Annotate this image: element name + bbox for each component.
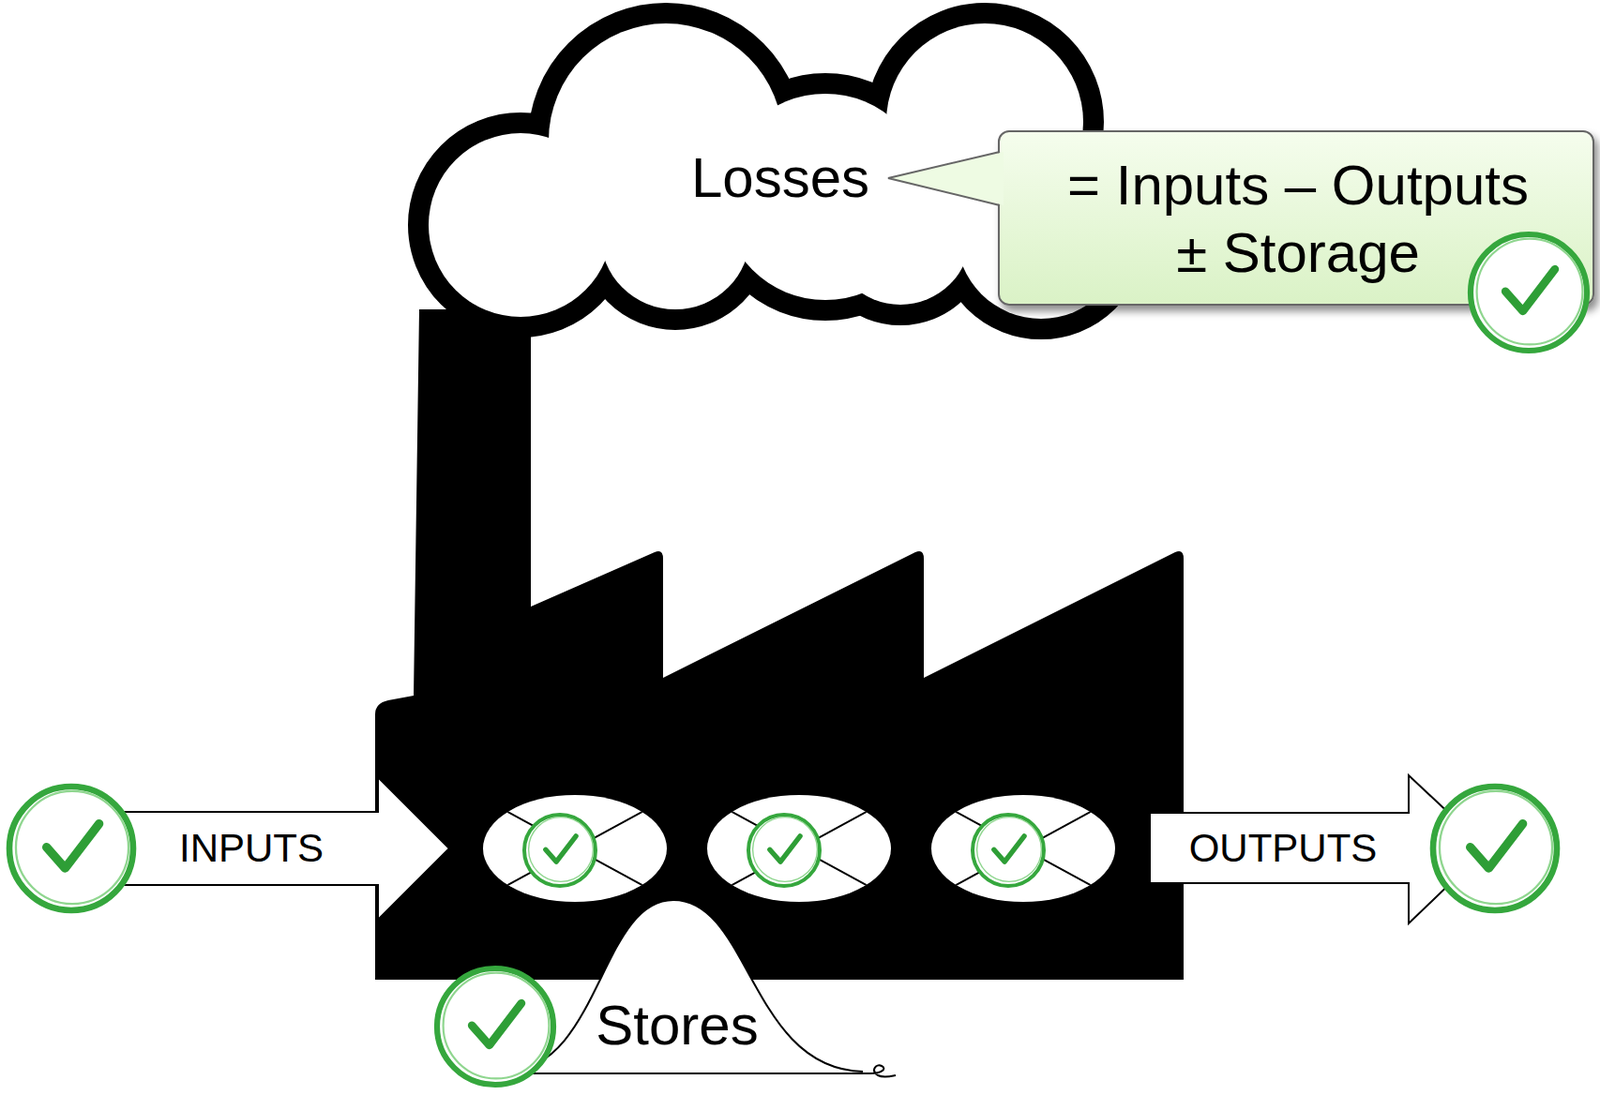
check-icon xyxy=(9,786,134,911)
check-icon xyxy=(1470,234,1587,351)
check-icon xyxy=(748,815,820,887)
drawing-part xyxy=(888,151,1000,206)
drawing-part xyxy=(9,786,134,911)
drawing-part xyxy=(471,792,679,906)
drawing-part xyxy=(443,973,550,1080)
drawing-part xyxy=(695,792,903,906)
input-arrow: INPUTS xyxy=(112,773,453,924)
drawing-part xyxy=(1433,786,1557,911)
check-icon xyxy=(1433,786,1557,911)
drawing-part xyxy=(920,792,1127,906)
drawing-part xyxy=(506,900,863,1072)
drawing-part xyxy=(920,792,1127,906)
drawing-part xyxy=(748,815,820,887)
check-icon xyxy=(972,815,1044,887)
drawing-part xyxy=(506,1065,896,1077)
cloud-shape-text: Losses xyxy=(691,144,870,212)
stores-mound-text: Stores xyxy=(595,992,758,1060)
drawing-part xyxy=(695,792,903,906)
check-icon xyxy=(524,815,596,887)
drawing-part xyxy=(695,792,903,906)
drawing-part xyxy=(46,824,100,870)
drawing-part xyxy=(920,792,1127,906)
drawing-part xyxy=(1505,269,1555,312)
output-arrow-text: OUTPUTS xyxy=(1189,825,1378,873)
drawing-part xyxy=(1149,775,1487,924)
process-window xyxy=(471,792,679,906)
drawing-part xyxy=(15,791,129,905)
drawing-part xyxy=(524,815,596,887)
drawing-part xyxy=(753,817,818,883)
input-arrow-text: INPUTS xyxy=(179,825,324,873)
check-icon xyxy=(437,968,554,1086)
drawing-part xyxy=(471,1003,522,1046)
drawing-part xyxy=(528,817,594,883)
drawing-part xyxy=(972,815,1044,887)
drawing-part xyxy=(545,836,576,862)
drawing-part xyxy=(471,792,679,906)
drawing-part xyxy=(977,817,1042,883)
drawing-part xyxy=(1470,824,1524,870)
output-arrow: OUTPUTS xyxy=(1149,773,1490,926)
stores-mound-outline xyxy=(487,890,901,1088)
callout-pointer xyxy=(881,130,1004,306)
stores-mound: Stores xyxy=(487,890,901,1088)
drawing-part xyxy=(1470,234,1587,351)
drawing-part xyxy=(471,792,679,906)
drawing-part xyxy=(437,968,554,1086)
drawing-part xyxy=(888,151,1004,206)
drawing-part xyxy=(112,777,450,921)
drawing-part xyxy=(1439,791,1553,905)
process-window xyxy=(920,792,1127,906)
process-window xyxy=(695,792,903,906)
factory-silhouette xyxy=(375,309,1184,981)
drawing-part xyxy=(1477,239,1584,346)
drawing-part xyxy=(769,836,800,862)
drawing-part xyxy=(994,836,1025,862)
formula-callout: = Inputs – Outputs ± Storage xyxy=(997,130,1595,306)
formula-callout-text: = Inputs – Outputs ± Storage xyxy=(1056,151,1540,287)
